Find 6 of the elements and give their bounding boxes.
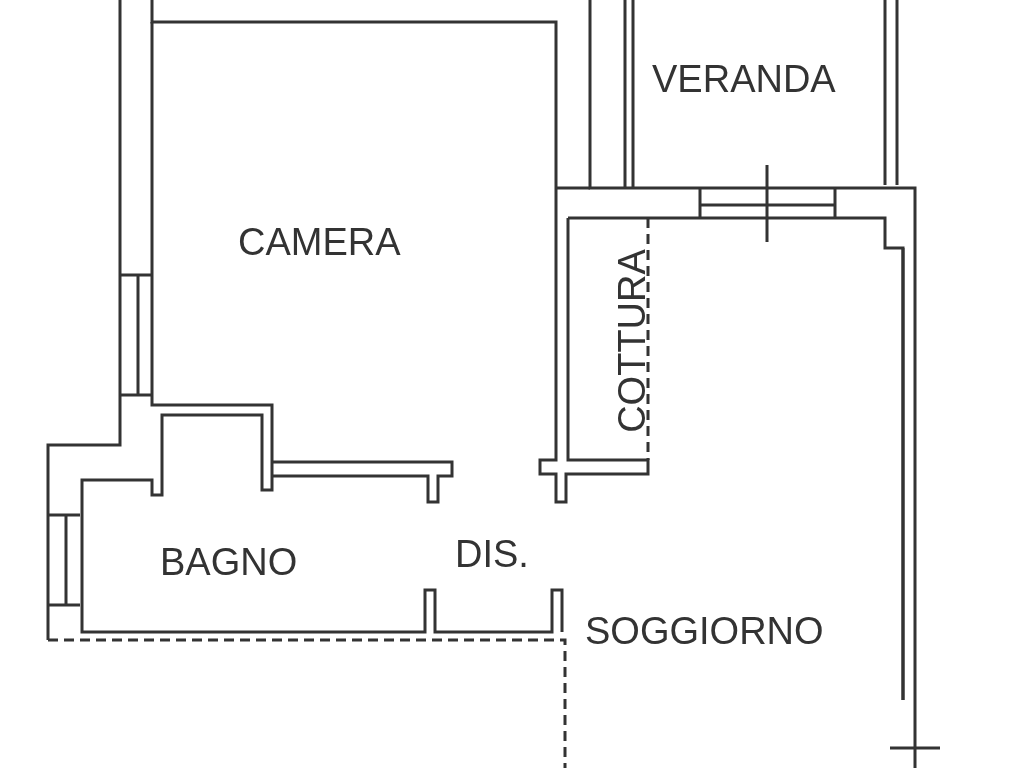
room-label: VERANDA xyxy=(652,60,836,98)
room-label: CAMERA xyxy=(238,223,401,261)
room-label: DIS. xyxy=(455,535,529,573)
room-label: COTTURA xyxy=(612,249,651,433)
room-label: SOGGIORNO xyxy=(585,612,824,650)
room-label: BAGNO xyxy=(160,543,298,581)
